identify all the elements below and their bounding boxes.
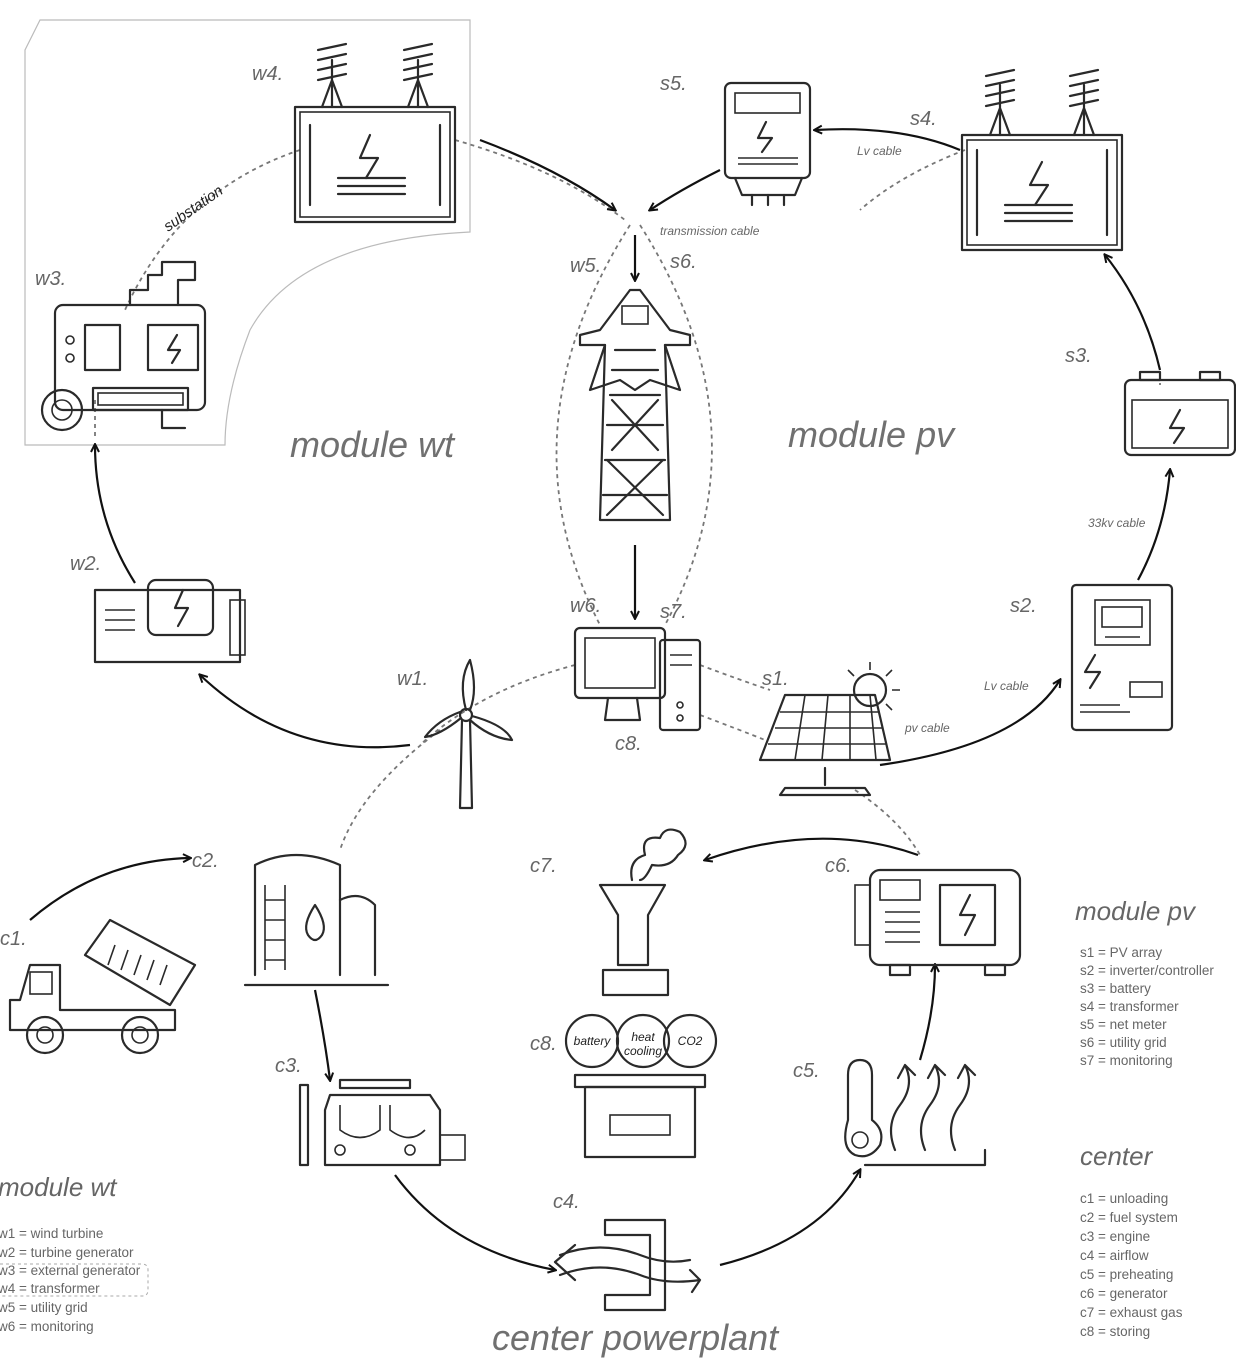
label-s6: s6.	[670, 251, 697, 273]
lv-cable-top-label: Lv cable	[857, 144, 902, 158]
module-pv-title: module pv	[788, 414, 956, 455]
c8-storing-icon	[564, 1013, 718, 1159]
c6-generator-icon	[854, 868, 1022, 977]
flow-arrows	[29, 129, 1170, 1270]
label-w3: w3.	[35, 268, 66, 290]
legend-center-item: c4 = airflow	[1080, 1248, 1149, 1263]
storage-heat-label: heat	[631, 1030, 655, 1044]
legend-pv-item: s4 = transformer	[1080, 999, 1179, 1014]
legend-center-item: c6 = generator	[1080, 1286, 1168, 1301]
label-w2: w2.	[70, 553, 101, 575]
label-s1: s1.	[762, 668, 789, 690]
label-c2: c2.	[192, 850, 219, 872]
label-w5: w5.	[570, 255, 601, 277]
label-c8: c8.	[530, 1033, 557, 1055]
label-s2: s2.	[1010, 595, 1037, 617]
legend-center-item: c5 = preheating	[1080, 1267, 1173, 1282]
legend-center-title: center	[1080, 1141, 1154, 1171]
s1-pv-array-icon	[758, 662, 900, 797]
legend-wt: module wt w1 = wind turbine w2 = turbine…	[0, 1172, 149, 1334]
label-w6: w6.	[570, 595, 601, 617]
lv-cable-right-label: Lv cable	[984, 679, 1029, 693]
w4-transformer-icon	[293, 42, 457, 224]
legend-wt-item: w4 = transformer	[0, 1281, 100, 1296]
legend-pv-item: s7 = monitoring	[1080, 1053, 1173, 1068]
substation-label: substation	[161, 182, 227, 235]
label-c1: c1.	[0, 928, 27, 950]
s3-battery-icon	[1123, 370, 1236, 457]
legend-center: center c1 = unloading c2 = fuel system c…	[1080, 1141, 1183, 1339]
legend-pv-item: s3 = battery	[1080, 981, 1151, 996]
legend-center-item: c3 = engine	[1080, 1229, 1150, 1244]
c1-truck-icon	[8, 918, 197, 1055]
legend-pv-item: s6 = utility grid	[1080, 1035, 1167, 1050]
c2-fuel-system-icon	[243, 853, 390, 987]
legend-pv-item: s1 = PV array	[1080, 945, 1162, 960]
label-c7: c7.	[530, 855, 557, 877]
substation-area	[24, 19, 471, 446]
label-s7: s7.	[660, 601, 687, 623]
legend-wt-title: module wt	[0, 1172, 118, 1202]
legend-wt-highlight	[0, 1263, 149, 1297]
c7-exhaust-icon	[598, 828, 687, 997]
label-s5: s5.	[660, 73, 687, 95]
label-w4: w4.	[252, 63, 283, 85]
legend-center-item: c7 = exhaust gas	[1080, 1305, 1183, 1320]
module-wt-title: module wt	[290, 424, 456, 465]
label-c6: c6.	[825, 855, 852, 877]
utility-grid-tower-icon	[578, 288, 692, 522]
storage-co2-label: CO2	[678, 1034, 703, 1048]
storage-battery-label: battery	[574, 1034, 612, 1048]
legend-wt-item: w2 = turbine generator	[0, 1245, 134, 1260]
legend-wt-item: w6 = monitoring	[0, 1319, 94, 1334]
w1-wind-turbine-icon	[423, 658, 514, 810]
monitoring-computer-icon	[573, 626, 702, 732]
label-c5: c5.	[793, 1060, 820, 1082]
w3-external-generator-icon	[40, 260, 207, 432]
s4-transformer-icon	[960, 68, 1124, 252]
legend-center-item: c8 = storing	[1080, 1324, 1150, 1339]
legend-wt-item: w5 = utility grid	[0, 1300, 88, 1315]
label-s4: s4.	[910, 108, 937, 130]
storage-cooling-label: cooling	[624, 1044, 662, 1058]
label-w1: w1.	[397, 668, 428, 690]
c4-airflow-icon	[553, 1218, 702, 1312]
label-s3: s3.	[1065, 345, 1092, 367]
legend-pv-item: s2 = inverter/controller	[1080, 963, 1214, 978]
pv-cable-label: pv cable	[904, 721, 950, 735]
transmission-cable-label: transmission cable	[660, 224, 760, 238]
w2-turbine-generator-icon	[93, 578, 246, 664]
c3-engine-icon	[298, 1078, 466, 1167]
center-powerplant-title: center powerplant	[492, 1317, 780, 1358]
s2-inverter-icon	[1070, 583, 1174, 732]
legend-center-item: c1 = unloading	[1080, 1191, 1168, 1206]
c5-preheating-icon	[844, 1058, 987, 1167]
legend-pv: module pv s1 = PV array s2 = inverter/co…	[1075, 896, 1214, 1068]
legend-wt-item: w1 = wind turbine	[0, 1226, 103, 1241]
label-c8-monitor: c8.	[615, 733, 642, 755]
label-c4: c4.	[553, 1191, 580, 1213]
legend-wt-item: w3 = external generator	[0, 1263, 141, 1278]
kv-cable-label: 33kv cable	[1088, 516, 1146, 530]
legend-center-item: c2 = fuel system	[1080, 1210, 1178, 1225]
s5-net-meter-icon	[723, 81, 812, 207]
legend-pv-item: s5 = net meter	[1080, 1017, 1167, 1032]
legend-pv-title: module pv	[1075, 896, 1197, 926]
label-c3: c3.	[275, 1055, 302, 1077]
